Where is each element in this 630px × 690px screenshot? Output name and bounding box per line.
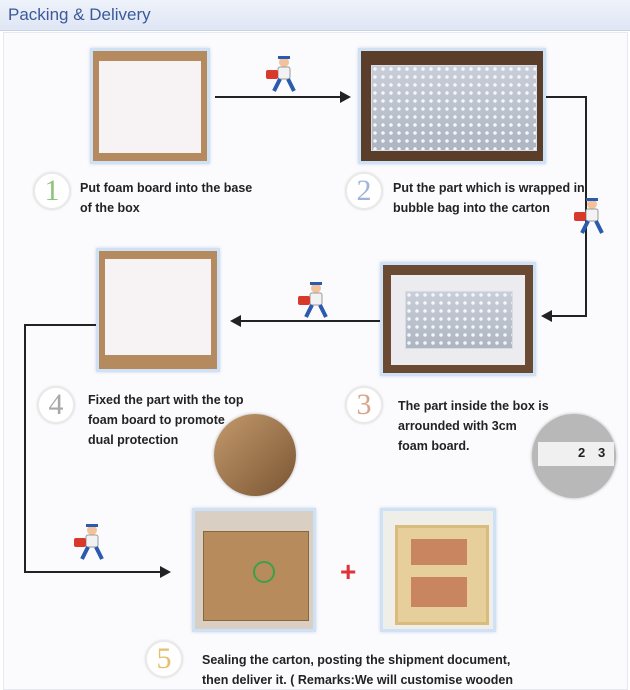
step-5-text: Sealing the carton, posting the shipment… [202, 653, 513, 687]
delivery-man-icon [74, 524, 104, 560]
photo-sealed-carton [192, 508, 316, 632]
step-4-text: Fixed the part with the top foam board t… [88, 393, 244, 447]
flow-line-1-2 [215, 96, 341, 98]
section-title: Packing & Delivery [8, 5, 151, 24]
flow-arrow-icon [340, 91, 351, 103]
delivery-man-icon [574, 198, 604, 234]
flow-line-2-3-h1 [546, 96, 586, 98]
photo-top-foam [96, 248, 220, 372]
flow-line-4-5-h2 [24, 571, 160, 573]
flow-line-2-3-h2 [552, 315, 587, 317]
step-1-text: Put foam board into the base of the box [80, 181, 253, 215]
photo-foam-base [90, 48, 210, 164]
photo-ruler-closeup: 2 3 [532, 414, 616, 498]
photo-wooden-crate [380, 508, 496, 632]
flow-arrow-icon [230, 315, 241, 327]
flow-line-3-4 [240, 320, 380, 322]
photo-foam-edge-closeup [214, 414, 296, 496]
plus-sign: + [340, 556, 357, 587]
step-2-badge: 2 [345, 172, 383, 210]
section-header: Packing & Delivery [0, 0, 630, 31]
step-2-text: Put the part which is wrapped in bubble … [393, 181, 585, 215]
ruler-mark-2: 2 [578, 445, 586, 460]
flow-arrow-icon [541, 310, 552, 322]
step-3-text: The part inside the box is arrounded wit… [398, 399, 549, 453]
flow-line-4-5-h1 [24, 324, 96, 326]
step-3-badge: 3 [345, 386, 383, 424]
step-4-badge: 4 [37, 386, 75, 424]
flow-line-4-5-v [24, 324, 26, 572]
ruler-mark-3: 3 [598, 445, 606, 460]
delivery-man-icon [266, 56, 296, 92]
photo-bubble-in-carton [358, 48, 546, 164]
step-1-badge: 1 [33, 172, 71, 210]
step-5-badge: 5 [145, 640, 183, 678]
flow-line-2-3-v [585, 96, 587, 316]
photo-foam-surround [380, 262, 536, 376]
flow-arrow-icon [160, 566, 171, 578]
delivery-man-icon [298, 282, 328, 318]
